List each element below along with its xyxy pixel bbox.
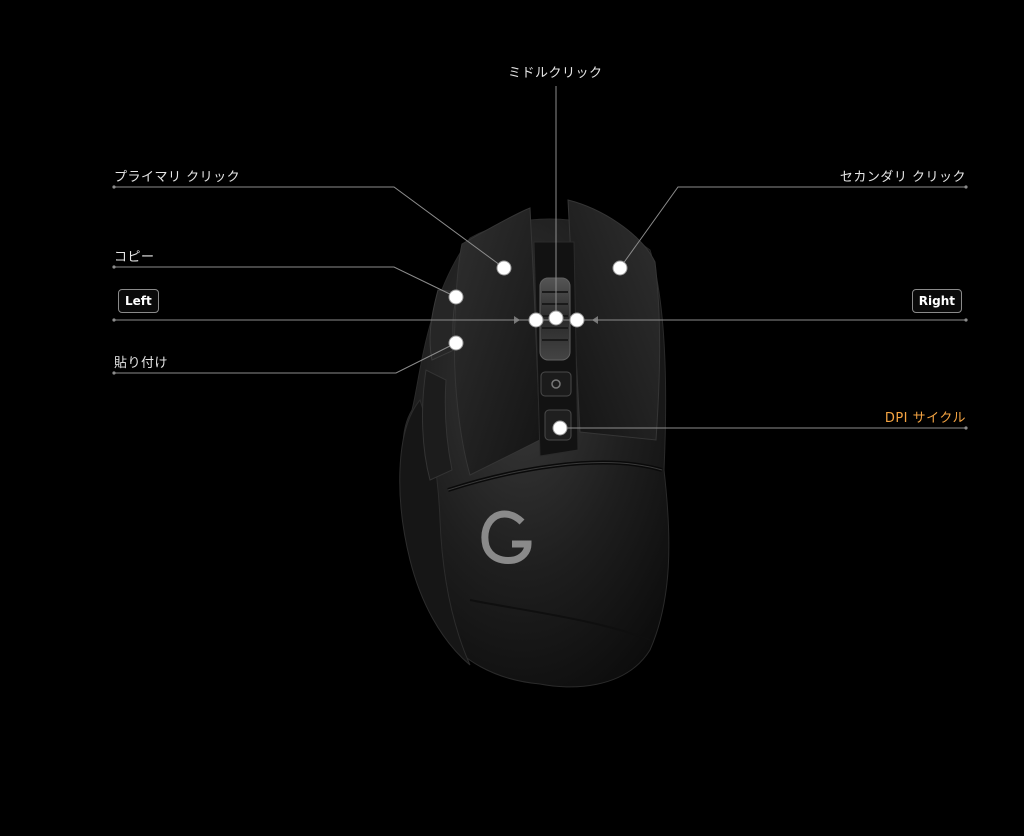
hotspot-primary bbox=[496, 260, 512, 276]
left-button-shape bbox=[453, 207, 541, 476]
callout-middle-click: ミドルクリック bbox=[508, 66, 603, 81]
callout-secondary-click: セカンダリ クリック bbox=[839, 170, 966, 185]
callout-primary-click: プライマリ クリック bbox=[114, 170, 241, 185]
hotspot-secondary bbox=[612, 260, 628, 276]
hotspot-copy bbox=[448, 289, 464, 305]
callout-dpi-cycle: DPI サイクル bbox=[884, 411, 966, 426]
callout-paste: 貼り付け bbox=[114, 356, 169, 371]
scroll-right-key: Right bbox=[911, 289, 962, 313]
g-logo-icon bbox=[481, 510, 532, 564]
scroll-left-key: Left bbox=[118, 289, 159, 313]
callout-copy: コピー bbox=[114, 250, 155, 265]
hotspot-dpi bbox=[552, 420, 568, 436]
hotspot-tilt-right bbox=[569, 312, 585, 328]
hotspot-middle bbox=[548, 310, 564, 326]
hotspot-tilt-left bbox=[528, 312, 544, 328]
thumb-wing bbox=[399, 398, 471, 666]
hotspot-paste bbox=[448, 335, 464, 351]
